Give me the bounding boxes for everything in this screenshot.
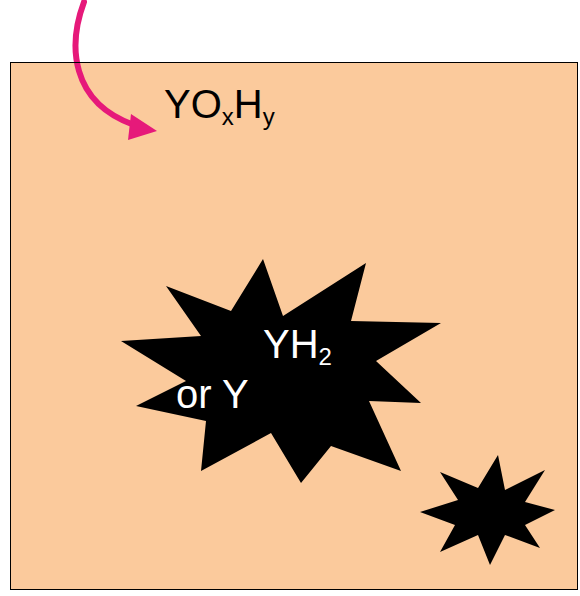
surface-label: YOxHy <box>164 79 275 129</box>
small-starburst <box>420 455 555 565</box>
pink-arrow <box>76 2 134 125</box>
pink-arrowhead <box>128 114 157 140</box>
sample-ground <box>10 62 578 590</box>
inclusion-label: YH2 or Y <box>176 319 351 419</box>
starburst-outline <box>121 259 441 483</box>
sample-box: YOxHyYH2 or Y <box>10 62 578 590</box>
starburst-shape <box>121 259 441 483</box>
starburst-region: YH2 or Y <box>121 259 441 483</box>
